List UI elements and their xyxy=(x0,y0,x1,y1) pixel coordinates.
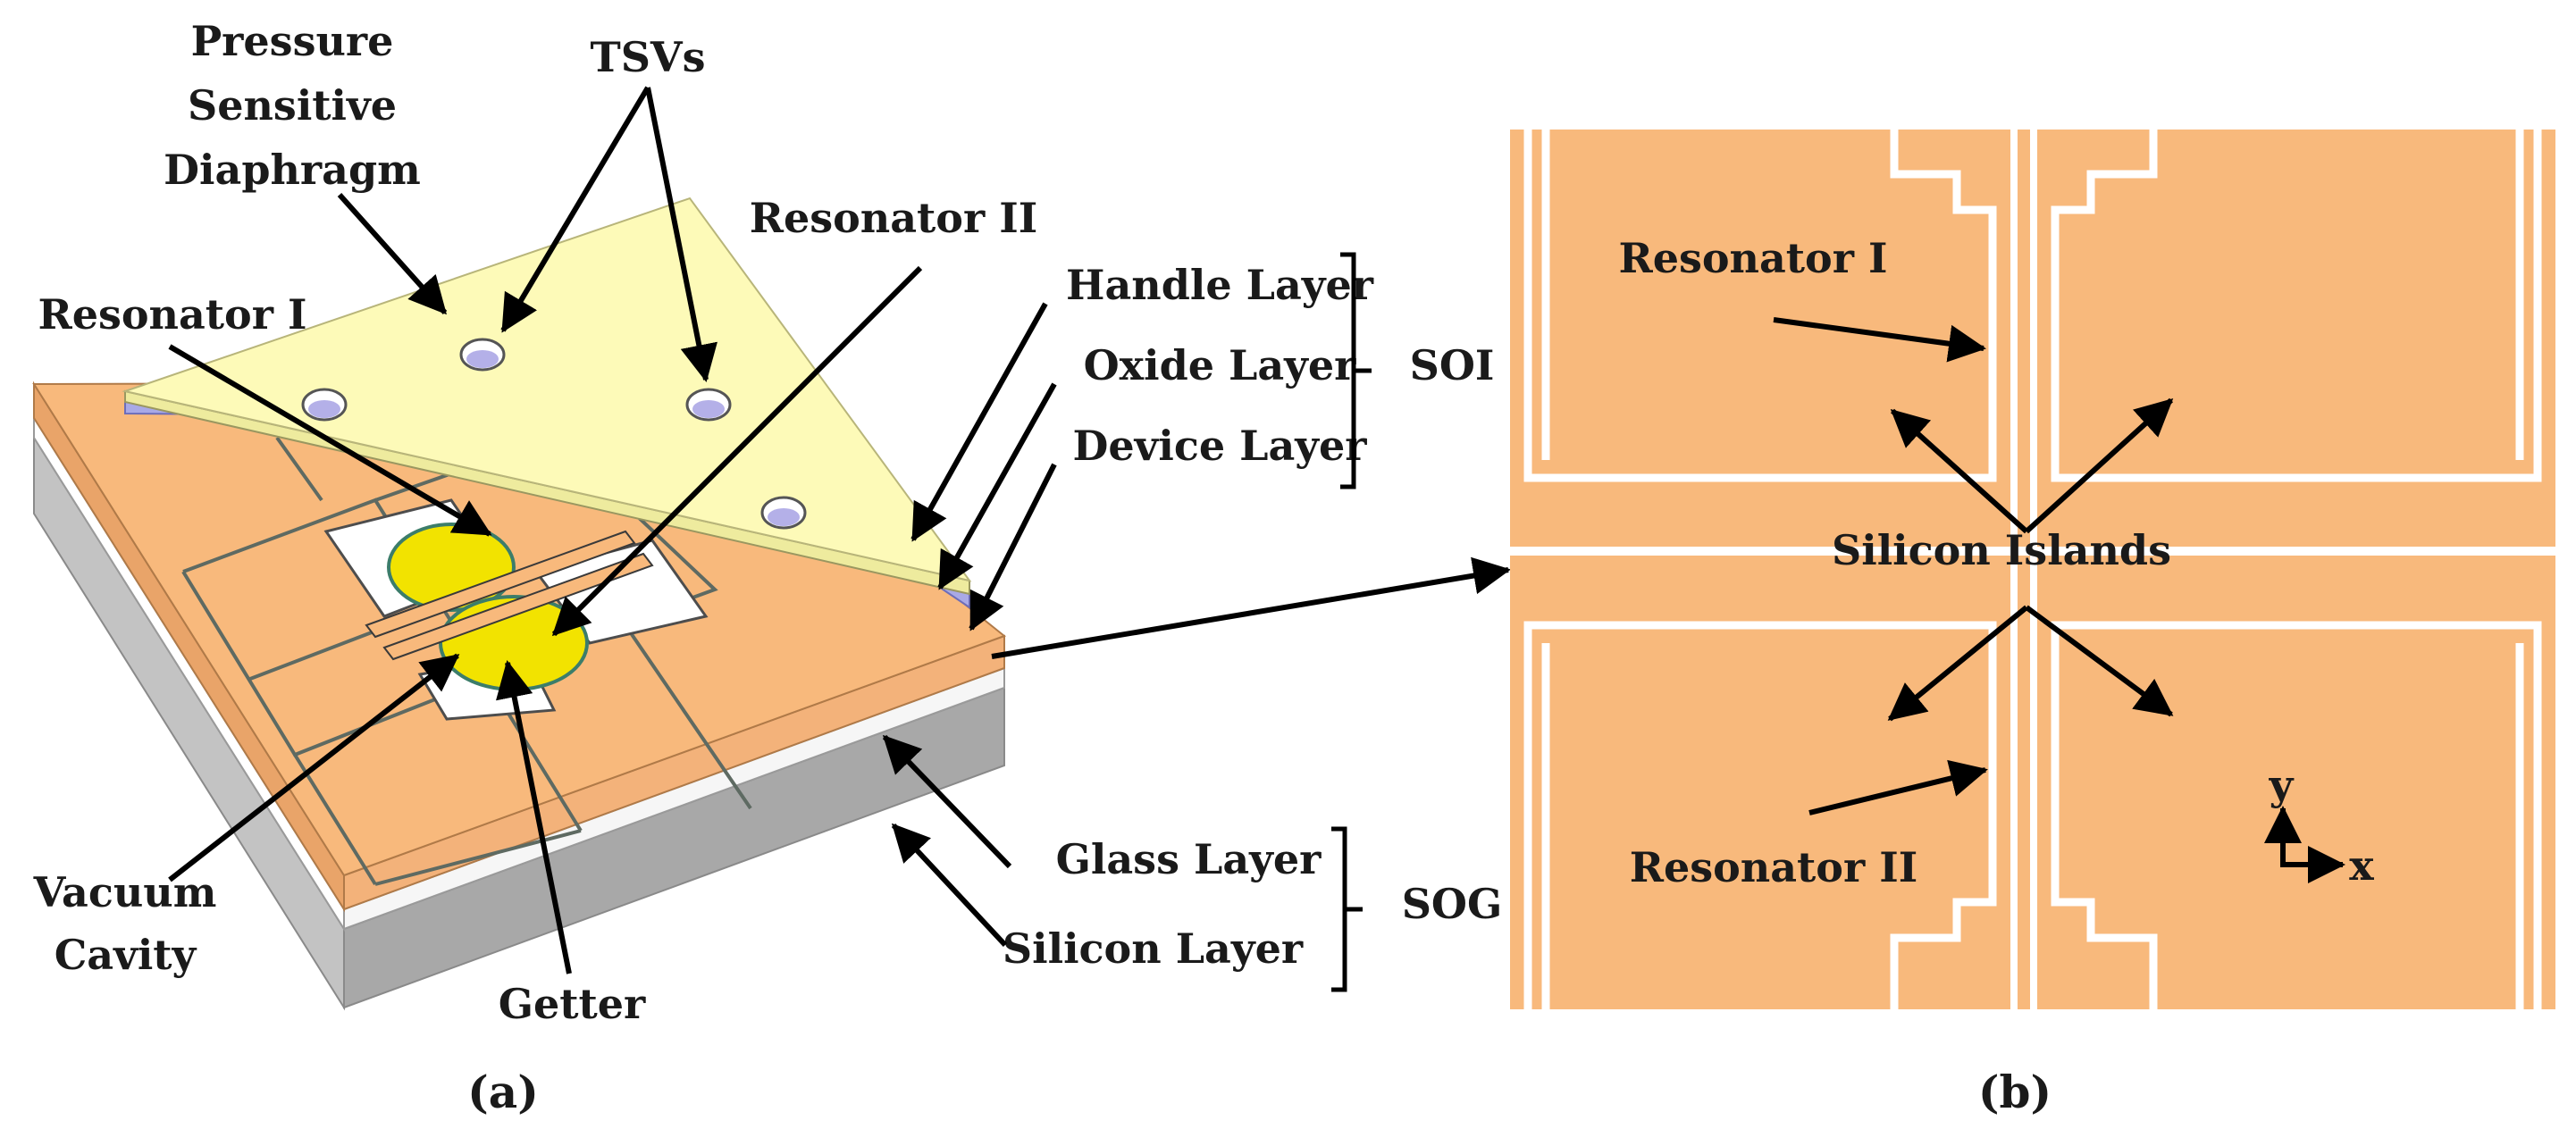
tsv-hole-fill xyxy=(768,508,800,526)
tsv-hole-fill xyxy=(692,400,725,418)
label-resonator-i-a: Resonator I xyxy=(38,290,306,339)
island-outline-top-right xyxy=(2051,130,2542,482)
label-sog: SOG xyxy=(1402,880,1503,928)
island-outline-bottom-left xyxy=(1523,621,1997,1009)
arrow-tsv-left xyxy=(500,86,650,333)
tsv-holes xyxy=(301,338,807,530)
arrow-to-panel-b xyxy=(991,556,1511,659)
arrow-device-layer xyxy=(969,463,1057,631)
arrow-diaphragm xyxy=(337,193,448,315)
label-handle-layer: Handle Layer xyxy=(1066,261,1374,309)
arrow-resonator-i-b xyxy=(1773,317,1986,363)
panel-a-labels: Pressure Sensitive Diaphragm TSVs Resona… xyxy=(33,17,1503,1118)
arrow-getter xyxy=(495,660,572,974)
label-glass-layer: Glass Layer xyxy=(1056,835,1322,883)
arrow-island-top-right xyxy=(2024,397,2174,534)
label-axis-y: y xyxy=(2269,761,2295,809)
island-outline-top-left xyxy=(1523,130,1997,482)
arrow-island-bottom-left xyxy=(1887,605,2028,722)
label-vacuum-line2: Cavity xyxy=(55,931,197,979)
label-resonator-i-b: Resonator I xyxy=(1618,234,1887,282)
arrow-resonator-ii xyxy=(551,265,923,637)
arrow-island-bottom-right xyxy=(2025,605,2174,717)
tsv-hole-fill xyxy=(466,350,499,368)
vertical-gap-left xyxy=(2010,130,2018,1009)
panel-a-arrows xyxy=(168,86,1511,974)
arrow-resonator-i xyxy=(168,344,492,537)
label-pressure-line1: Pressure xyxy=(191,17,394,65)
panel-b-labels: Resonator I Silicon Islands Resonator II… xyxy=(1618,234,2374,1118)
bracket-sog xyxy=(1331,826,1363,992)
arrow-tsv-right xyxy=(645,87,717,382)
handle-layer-top xyxy=(122,197,972,582)
arrow-silicon-layer xyxy=(891,823,1008,948)
label-device-layer: Device Layer xyxy=(1072,422,1367,470)
island-outline-bottom-right xyxy=(2051,621,2542,1009)
arrow-oxide-layer xyxy=(937,382,1057,590)
label-vacuum-line1: Vacuum xyxy=(33,868,217,916)
arrow-island-top-left xyxy=(1890,408,2029,534)
tsv-hole-fill xyxy=(308,400,340,418)
bracket-soi xyxy=(1340,252,1372,489)
label-silicon-layer: Silicon Layer xyxy=(1003,924,1304,973)
arrow-handle-layer xyxy=(910,302,1048,542)
label-pressure-line3: Diaphragm xyxy=(164,146,421,194)
panel-a-brackets xyxy=(1331,252,1372,992)
label-silicon-islands: Silicon Islands xyxy=(1832,526,2171,574)
resonator-beam-upper xyxy=(365,530,636,639)
label-resonator-ii-a: Resonator II xyxy=(750,194,1038,242)
panel-a-illustration xyxy=(32,197,1007,1011)
label-tsvs: TSVs xyxy=(590,33,705,81)
label-resonator-ii-b: Resonator II xyxy=(1630,843,1918,891)
resonator-beam-lower xyxy=(382,552,654,661)
arrow-vacuum-cavity xyxy=(168,653,460,882)
caption-a: (a) xyxy=(467,1066,539,1118)
label-soi: SOI xyxy=(1410,341,1495,389)
arrow-glass-layer xyxy=(882,734,1012,869)
panel-b-layout xyxy=(1510,130,2555,1009)
arrow-resonator-ii-b xyxy=(1808,759,1988,815)
panel-b-arrows xyxy=(1773,317,2345,883)
label-getter: Getter xyxy=(499,980,646,1028)
label-axis-x: x xyxy=(2349,841,2374,890)
vertical-gap-right xyxy=(2030,130,2037,1009)
label-oxide-layer: Oxide Layer xyxy=(1084,341,1357,389)
caption-b: (b) xyxy=(1978,1066,2052,1118)
label-pressure-line2: Sensitive xyxy=(188,81,397,130)
